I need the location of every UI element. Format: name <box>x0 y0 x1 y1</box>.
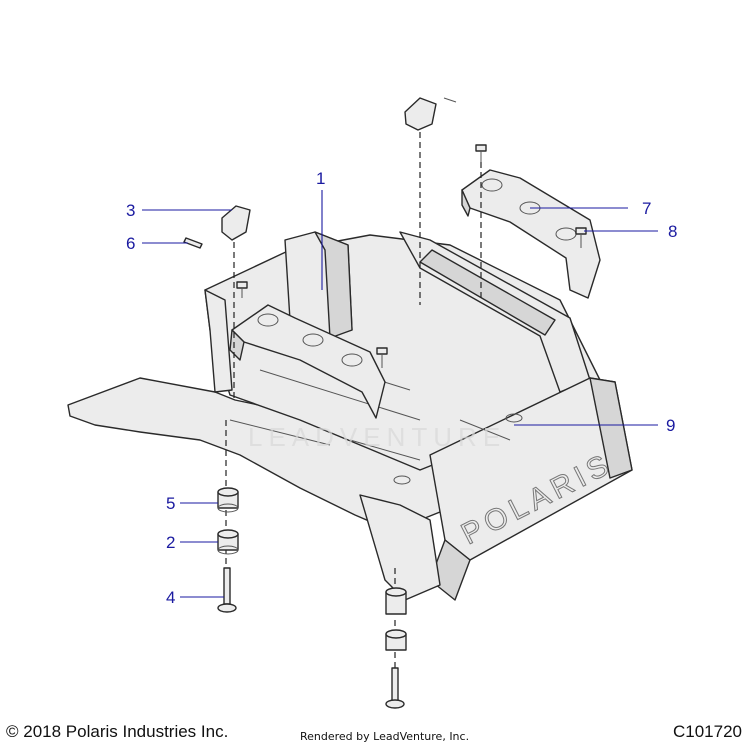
isolator-item-5 <box>217 487 239 513</box>
callout-2: 2 <box>166 533 175 552</box>
bolt-top-right <box>475 144 487 162</box>
bolt-left <box>236 281 248 298</box>
tray-assembly <box>67 231 633 601</box>
bracket-left <box>229 304 386 419</box>
copyright-text: © 2018 Polaris Industries Inc. <box>6 722 229 741</box>
callout-5: 5 <box>166 494 175 513</box>
diagram-id: C101720 <box>672 722 742 741</box>
isolator-right <box>385 587 407 615</box>
leader-lines <box>142 190 658 598</box>
callout-4: 4 <box>166 588 175 607</box>
callout-6: 6 <box>126 234 135 253</box>
bolt-right <box>385 667 405 709</box>
pin-item-6 <box>183 237 203 249</box>
bolt-center <box>376 347 388 368</box>
assembly-lines <box>225 132 482 668</box>
callout-9: 9 <box>666 416 675 435</box>
callout-8: 8 <box>668 222 677 241</box>
bracket-item-7 <box>461 169 601 299</box>
clip-top <box>404 97 457 131</box>
callout-7: 7 <box>642 199 651 218</box>
spacer-right <box>385 629 407 651</box>
watermark-text: LEADVENTURE <box>248 422 506 452</box>
clip-item-3 <box>221 205 251 241</box>
bolt-item-4 <box>217 567 237 613</box>
callout-1: 1 <box>316 169 325 188</box>
spacer-item-2 <box>217 529 239 555</box>
rendered-by-text: Rendered by LeadVenture, Inc. <box>300 730 470 743</box>
callout-3: 3 <box>126 201 135 220</box>
